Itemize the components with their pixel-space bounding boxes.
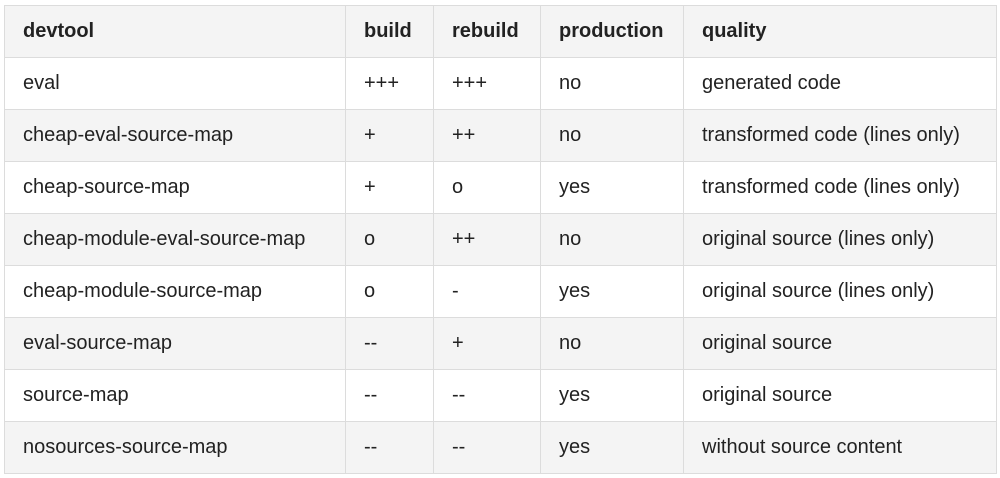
header-rebuild: rebuild <box>433 5 541 58</box>
table-row: cheap-source-map + o yes transformed cod… <box>4 161 997 214</box>
cell-rebuild: -- <box>433 421 541 474</box>
cell-production: yes <box>540 161 684 214</box>
cell-devtool: cheap-module-eval-source-map <box>4 213 346 266</box>
cell-rebuild: +++ <box>433 57 541 110</box>
cell-quality: transformed code (lines only) <box>683 161 997 214</box>
cell-production: yes <box>540 369 684 422</box>
cell-quality: original source (lines only) <box>683 265 997 318</box>
cell-quality: generated code <box>683 57 997 110</box>
header-quality: quality <box>683 5 997 58</box>
cell-rebuild: ++ <box>433 213 541 266</box>
table-row: nosources-source-map -- -- yes without s… <box>4 421 997 474</box>
cell-devtool: eval-source-map <box>4 317 346 370</box>
cell-build: -- <box>345 421 434 474</box>
table-row: cheap-eval-source-map + ++ no transforme… <box>4 109 997 162</box>
cell-production: no <box>540 109 684 162</box>
cell-build: -- <box>345 317 434 370</box>
table-row: cheap-module-eval-source-map o ++ no ori… <box>4 213 997 266</box>
header-build: build <box>345 5 434 58</box>
cell-quality: original source (lines only) <box>683 213 997 266</box>
cell-rebuild: o <box>433 161 541 214</box>
cell-production: no <box>540 57 684 110</box>
cell-quality: transformed code (lines only) <box>683 109 997 162</box>
cell-build: + <box>345 161 434 214</box>
cell-devtool: cheap-module-source-map <box>4 265 346 318</box>
header-devtool: devtool <box>4 5 346 58</box>
cell-build: o <box>345 213 434 266</box>
table-row: eval +++ +++ no generated code <box>4 57 997 110</box>
cell-build: + <box>345 109 434 162</box>
table-row: source-map -- -- yes original source <box>4 369 997 422</box>
table-row: cheap-module-source-map o - yes original… <box>4 265 997 318</box>
cell-production: no <box>540 317 684 370</box>
cell-rebuild: -- <box>433 369 541 422</box>
cell-production: yes <box>540 421 684 474</box>
cell-rebuild: - <box>433 265 541 318</box>
cell-devtool: cheap-source-map <box>4 161 346 214</box>
cell-devtool: cheap-eval-source-map <box>4 109 346 162</box>
cell-quality: without source content <box>683 421 997 474</box>
cell-devtool: source-map <box>4 369 346 422</box>
cell-build: o <box>345 265 434 318</box>
cell-rebuild: + <box>433 317 541 370</box>
table-header-row: devtool build rebuild production quality <box>4 5 997 58</box>
table-row: eval-source-map -- + no original source <box>4 317 997 370</box>
cell-quality: original source <box>683 369 997 422</box>
cell-quality: original source <box>683 317 997 370</box>
cell-devtool: eval <box>4 57 346 110</box>
cell-build: -- <box>345 369 434 422</box>
cell-build: +++ <box>345 57 434 110</box>
cell-rebuild: ++ <box>433 109 541 162</box>
cell-devtool: nosources-source-map <box>4 421 346 474</box>
devtool-comparison-table: devtool build rebuild production quality… <box>4 5 997 474</box>
cell-production: yes <box>540 265 684 318</box>
cell-production: no <box>540 213 684 266</box>
header-production: production <box>540 5 684 58</box>
